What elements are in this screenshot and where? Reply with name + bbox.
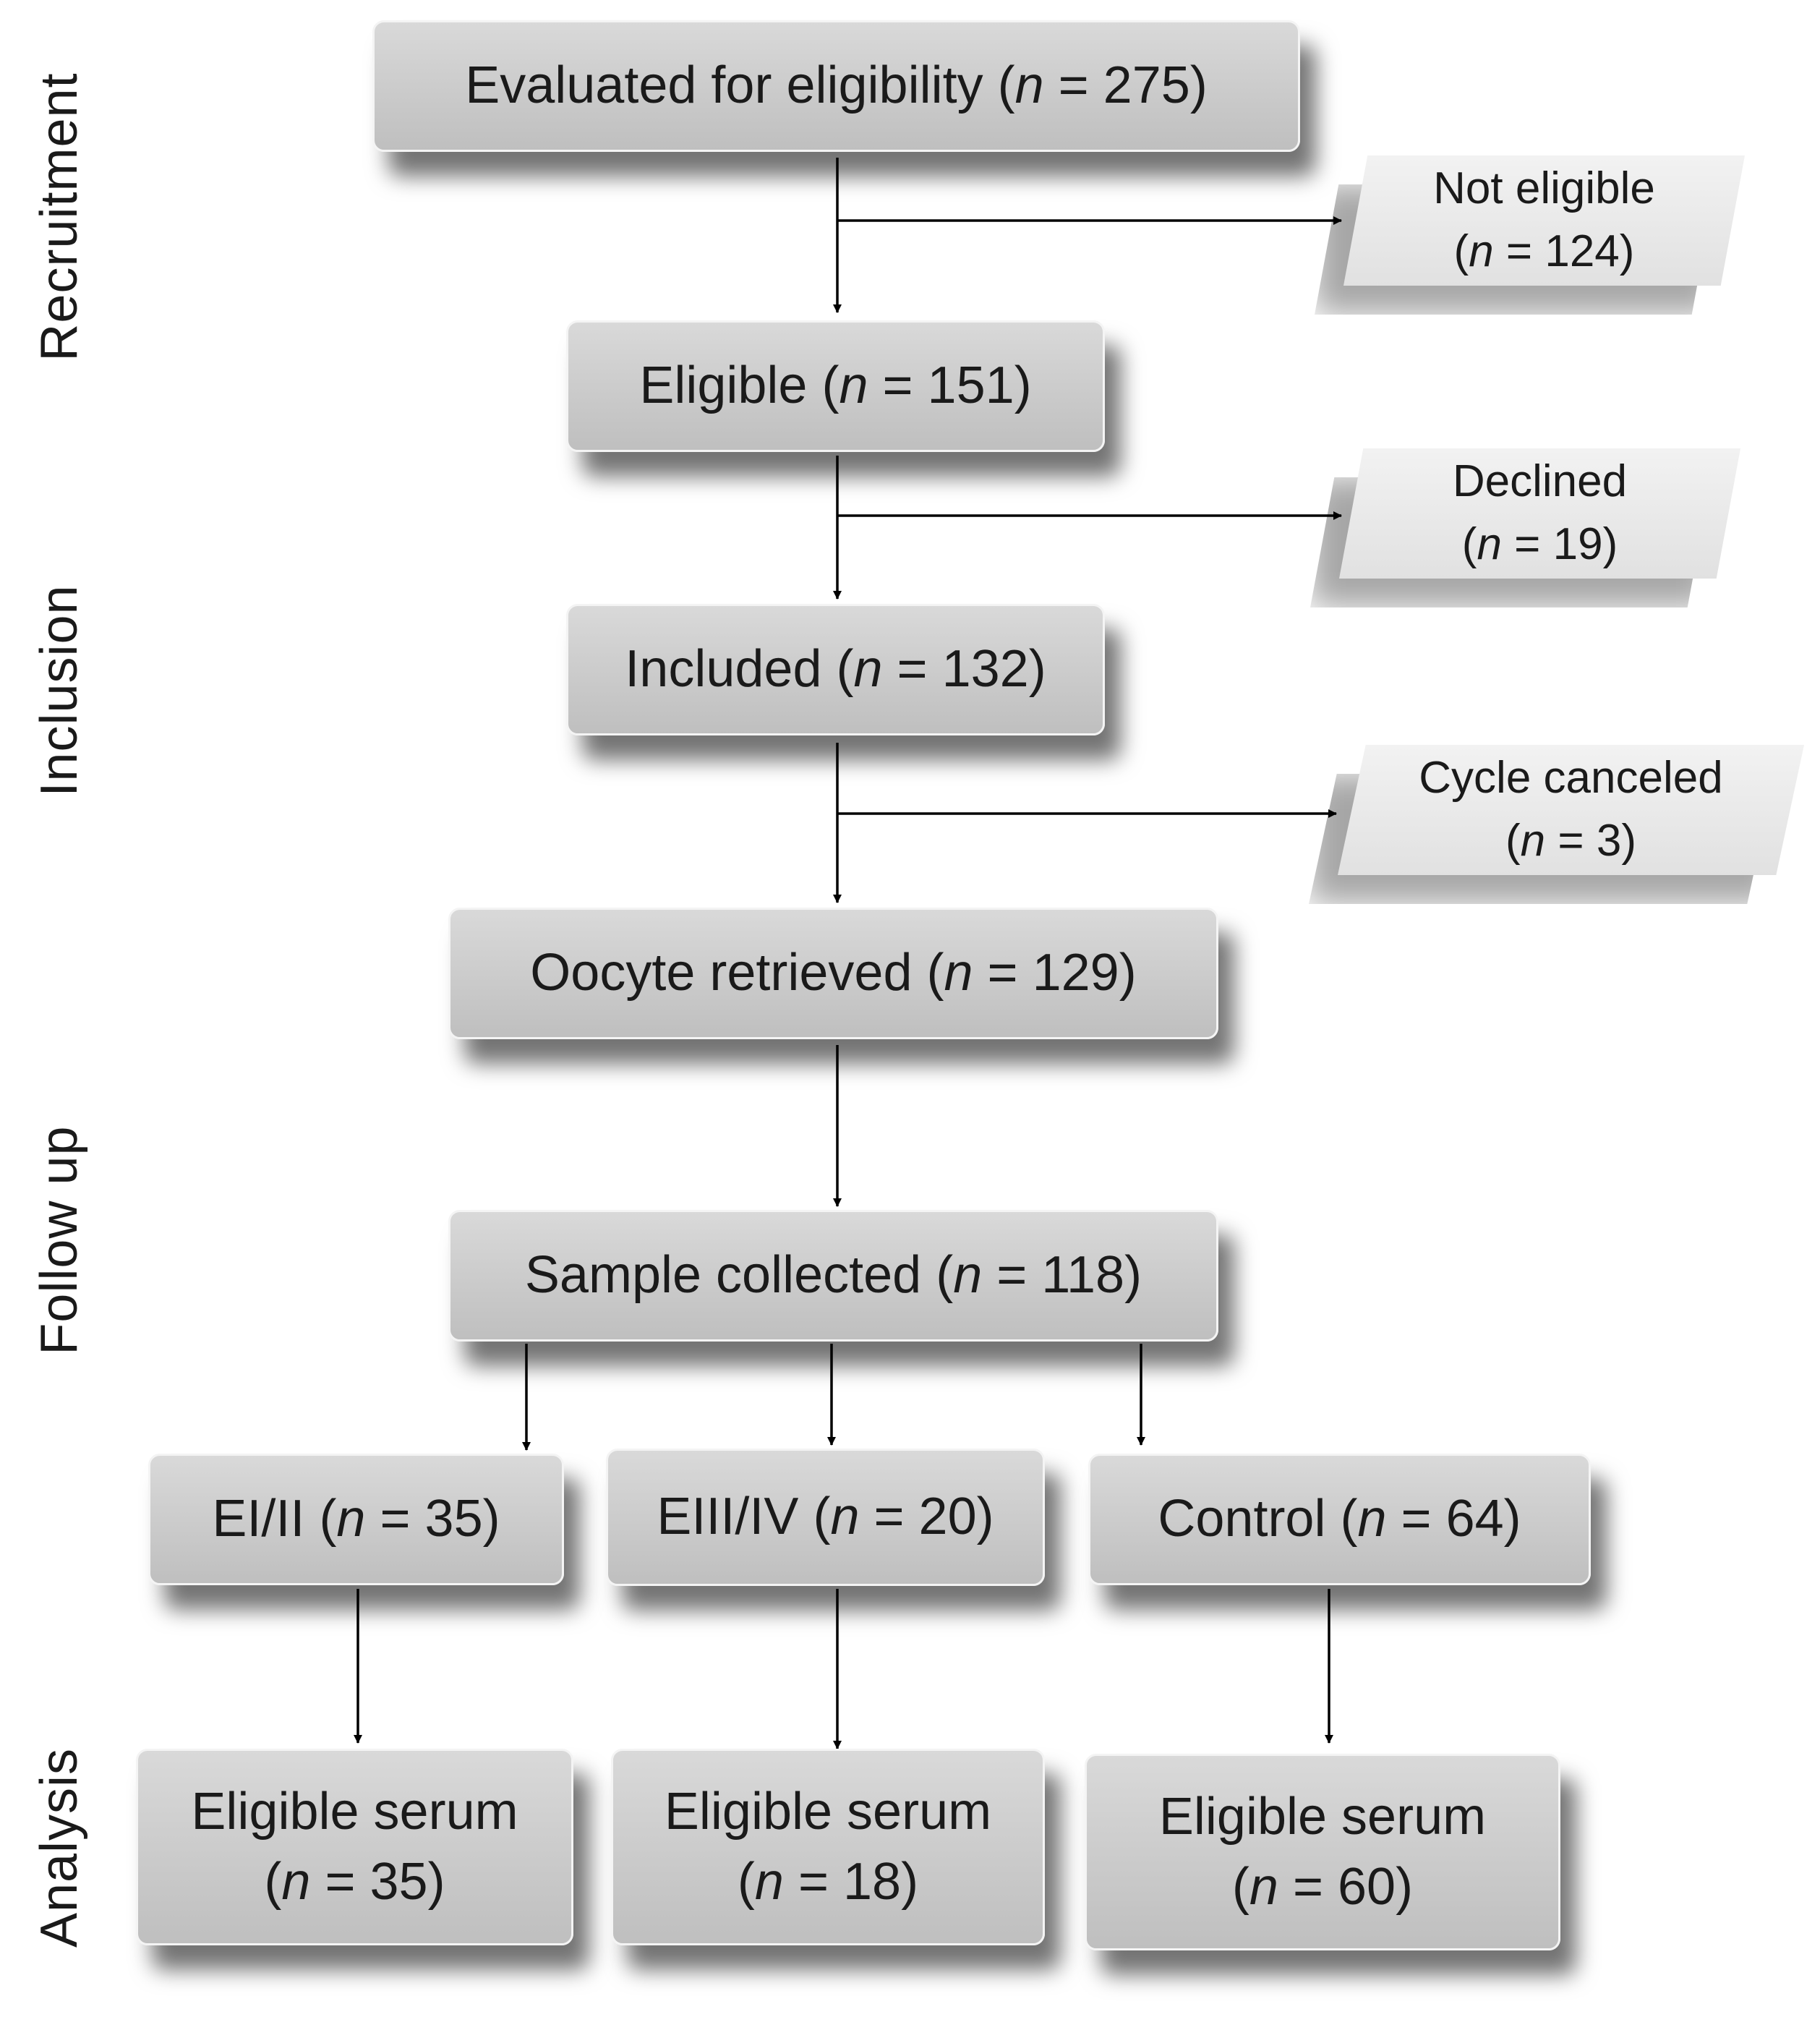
box-eligible: Eligible (n = 151) xyxy=(566,320,1105,452)
not-eligible-count: (n = 124) xyxy=(1453,226,1635,276)
box-cycle-canceled: Cycle canceled (n = 3) xyxy=(1309,745,1804,904)
box-oocyte-retrieved: Oocyte retrieved (n = 129) xyxy=(448,908,1218,1039)
box-included: Included (n = 132) xyxy=(566,604,1105,735)
cycle-canceled-count: (n = 3) xyxy=(1505,816,1636,866)
cycle-canceled-shape xyxy=(1338,745,1804,875)
declined-count: (n = 19) xyxy=(1461,519,1618,569)
box-not-eligible: Not eligible (n = 124) xyxy=(1315,155,1745,315)
box-declined: Declined (n = 19) xyxy=(1310,448,1740,607)
box-sample-collected: Sample collected (n = 118) xyxy=(448,1210,1218,1342)
box-evaluated-for-eligibility: Evaluated for eligibility (n = 275) xyxy=(372,20,1300,152)
declined-shape xyxy=(1339,448,1740,579)
box-eligible-serum-eiii-iv: Eligible serum(n = 18) xyxy=(611,1749,1045,1945)
cycle-canceled-label: Cycle canceled xyxy=(1419,753,1723,803)
box-eiii-iv: EIII/IV (n = 20) xyxy=(606,1449,1045,1586)
not-eligible-label: Not eligible xyxy=(1433,163,1655,214)
box-eligible-serum-control: Eligible serum(n = 60) xyxy=(1085,1754,1560,1950)
not-eligible-shape xyxy=(1343,155,1745,286)
box-ei-ii: EI/II (n = 35) xyxy=(148,1454,564,1585)
declined-label: Declined xyxy=(1452,456,1628,507)
box-control: Control (n = 64) xyxy=(1088,1454,1591,1585)
box-eligible-serum-ei-ii: Eligible serum(n = 35) xyxy=(136,1749,573,1945)
